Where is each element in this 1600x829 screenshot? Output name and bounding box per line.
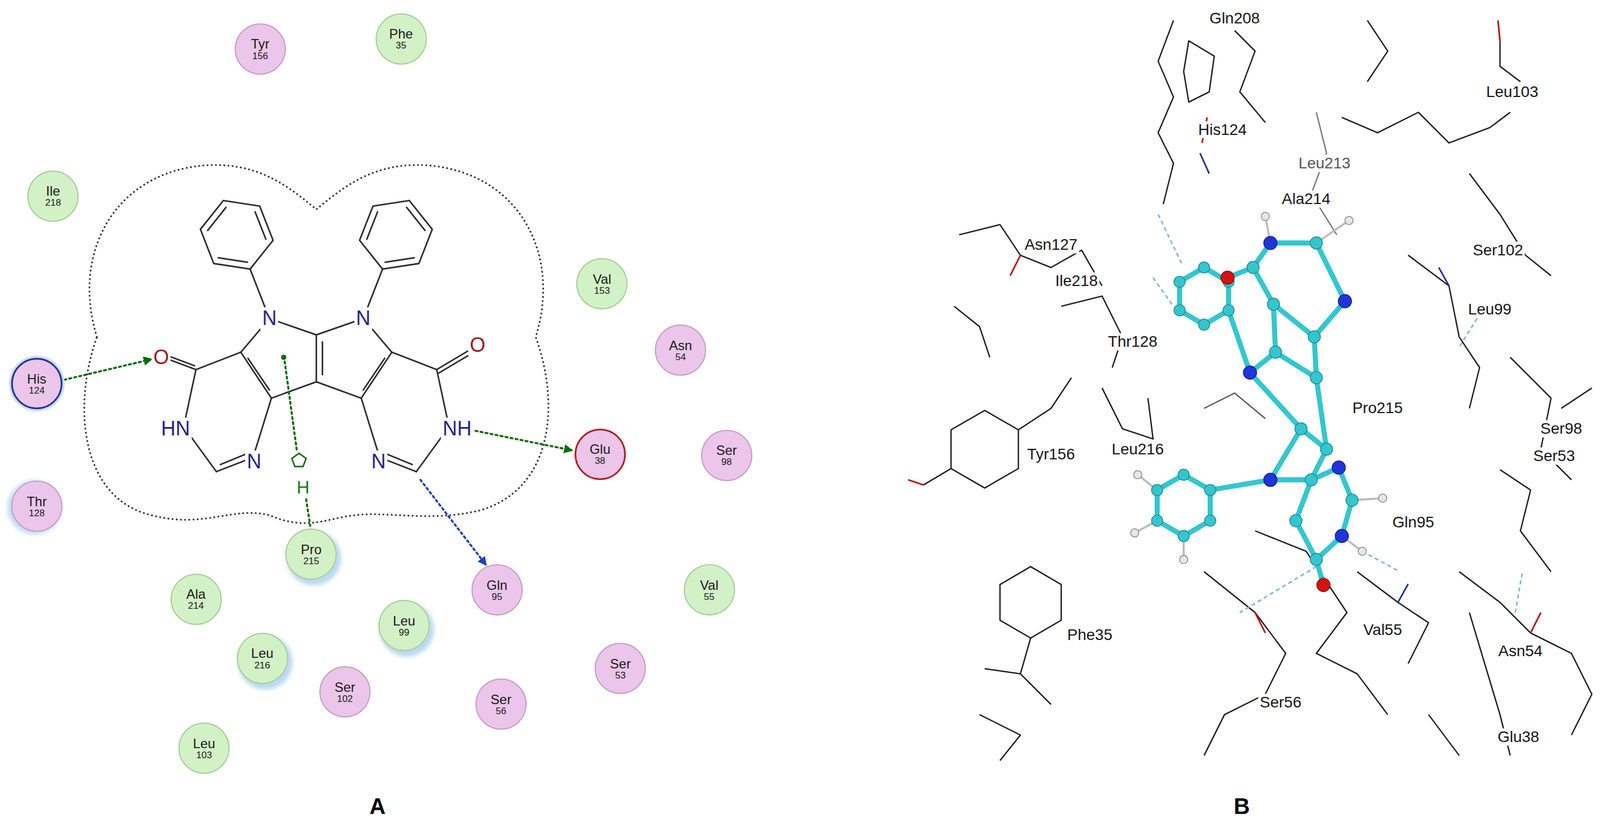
residue-circle: Asn54 (654, 324, 707, 376)
residue-name: Glu (589, 441, 611, 456)
residue-number: 218 (45, 197, 61, 208)
residue-number: 99 (399, 627, 410, 638)
residue-number: 53 (615, 670, 626, 681)
residue-circle: Tyr156 (234, 23, 286, 75)
residue-label: Thr128 (1106, 333, 1160, 351)
residue-number: 55 (703, 591, 715, 602)
residue-name: Asn (669, 338, 693, 353)
residue-circle: Ser98 (701, 429, 753, 481)
residue-name: Leu (251, 645, 274, 660)
residue-number: 124 (28, 385, 45, 396)
atom-label: HN (159, 417, 192, 440)
residue-number: 56 (495, 706, 507, 717)
residue-number: 153 (594, 285, 610, 296)
residue-number: 95 (491, 591, 503, 602)
residue-circle: Thr128 (11, 480, 63, 532)
residue-number: 103 (196, 750, 212, 761)
residue-circle: His124 (11, 357, 63, 410)
residue-circle: Ser102 (319, 665, 371, 718)
residue-name: Ser (610, 656, 631, 671)
residue-name: Ser (334, 679, 355, 694)
residue-number: 215 (303, 556, 319, 567)
heteroatom-wires (908, 20, 1541, 634)
residue-name: His (27, 371, 47, 386)
residue-label: Asn54 (1496, 642, 1544, 660)
residue-circle: Gln95 (471, 563, 523, 616)
atom-label: N (245, 450, 264, 473)
residue-number: 156 (252, 51, 269, 62)
residue-circle: Pro215 (285, 528, 337, 580)
residue-circle: Glu38 (574, 428, 626, 480)
residue-name: Ala (186, 586, 206, 601)
atom-label: O (151, 346, 171, 369)
residue-number: 98 (721, 456, 732, 468)
residue-number: 214 (187, 600, 204, 611)
residue-name: Phe (388, 26, 413, 41)
ligand-structure (161, 200, 477, 472)
residue-name: Val (699, 577, 719, 592)
residue-label: Ser56 (1258, 693, 1304, 711)
residue-name: Ser (490, 692, 512, 707)
residue-label: Ser102 (1471, 241, 1525, 259)
residue-label: Phe35 (1065, 625, 1115, 644)
atom-label: N (354, 307, 373, 330)
atom-label: N (369, 450, 388, 473)
atom-label: N (260, 307, 279, 330)
residue-circle: Ile218 (27, 170, 79, 222)
atom-label: H (294, 478, 311, 498)
pocket-contour (84, 164, 549, 523)
residue-label: Glu38 (1495, 728, 1541, 746)
protein-wires (923, 20, 1592, 761)
residue-label: Leu216 (1110, 440, 1166, 458)
residue-name: Gln (486, 577, 508, 592)
atom-label: O (468, 333, 488, 357)
residue-label: Ile218 (1053, 271, 1100, 290)
residue-circle: Leu99 (378, 599, 430, 651)
residue-circle: Ser53 (594, 642, 646, 694)
residue-circle: Ala214 (170, 573, 222, 625)
panel-letter: B (1232, 793, 1252, 819)
residue-number: 35 (395, 40, 407, 51)
residue-name: Thr (26, 494, 47, 509)
residue-circle: Phe35 (375, 13, 427, 65)
residue-label: Ala214 (1280, 190, 1332, 208)
residue-label: Leu213 (1296, 154, 1353, 173)
atom-label: NH (440, 417, 474, 440)
residue-label: Leu99 (1466, 300, 1514, 318)
residue-name: Val (592, 271, 612, 286)
residue-circle: Ser56 (475, 678, 527, 730)
residue-label: Ser53 (1531, 447, 1577, 465)
residue-label: Gln95 (1391, 513, 1437, 532)
residue-circle: Val55 (683, 563, 736, 616)
residue-number: 128 (28, 508, 45, 519)
residue-label: Pro215 (1350, 399, 1405, 417)
residue-label: His124 (1196, 120, 1249, 139)
residue-circle: Leu103 (178, 722, 230, 774)
residue-number: 54 (675, 352, 687, 363)
residue-label: Leu103 (1484, 83, 1540, 101)
residue-circle: Val153 (576, 258, 628, 310)
residue-label: Gln208 (1207, 10, 1262, 28)
residue-name: Ser (716, 443, 737, 457)
residue-label: Asn127 (1022, 236, 1079, 254)
residue-label: Tyr156 (1025, 445, 1077, 463)
residue-label: Val55 (1361, 620, 1404, 639)
panel-letter: A (367, 793, 388, 819)
residue-name: Pro (300, 542, 322, 557)
ligand-3d (1130, 212, 1388, 592)
residue-number: 216 (254, 660, 270, 671)
residue-name: Ile (46, 183, 61, 198)
residue-label: Ser98 (1538, 420, 1584, 438)
residue-number: 102 (337, 693, 353, 704)
residue-name: Leu (392, 613, 416, 628)
residue-circle: Leu216 (236, 632, 289, 684)
residue-name: Leu (192, 736, 216, 751)
residue-number: 38 (594, 455, 606, 466)
residue-name: Tyr (250, 36, 270, 51)
hbond-dashes (1153, 214, 1523, 613)
